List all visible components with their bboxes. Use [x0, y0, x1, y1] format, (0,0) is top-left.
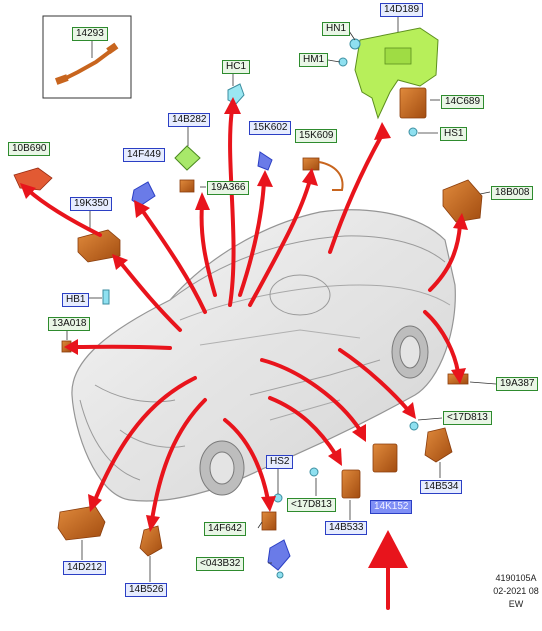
arrow-heads: [20, 97, 468, 568]
footer-code: EW: [508, 599, 524, 609]
label-17d813-center: <17D813: [287, 498, 336, 512]
label-hs2: HS2: [266, 455, 294, 469]
footer-date: 02-2021 08: [493, 586, 539, 596]
label-14c689: 14C689: [441, 95, 485, 109]
label-14b533: 14B533: [325, 521, 368, 535]
label-19k350: 19K350: [70, 197, 113, 211]
label-10b690: 10B690: [8, 142, 51, 156]
arrows: [26, 108, 462, 610]
label-hc1: HC1: [222, 60, 251, 74]
label-19a366: 19A366: [207, 181, 250, 195]
label-14d212: 14D212: [63, 561, 107, 575]
label-14b526: 14B526: [125, 583, 168, 597]
bracket-14d189: [354, 27, 439, 120]
label-17d813-right: <17D813: [443, 411, 492, 425]
label-043b32: <043B32: [196, 557, 245, 571]
label-hm1: HM1: [299, 53, 329, 67]
label-19a387: 19A387: [496, 377, 539, 391]
label-hb1: HB1: [62, 293, 90, 307]
label-15k609: 15K609: [295, 129, 338, 143]
footer-part-number: 4190105A: [495, 573, 537, 583]
label-14d189: 14D189: [380, 3, 424, 17]
label-hn1: HN1: [322, 22, 351, 36]
label-18b008: 18B008: [491, 186, 534, 200]
label-14k152-highlighted: 14K152: [370, 500, 413, 514]
vehicle-outline: [71, 209, 456, 502]
label-14b534: 14B534: [420, 480, 463, 494]
label-14f642: 14F642: [204, 522, 246, 536]
label-hs1: HS1: [440, 127, 468, 141]
label-13a018: 13A018: [48, 317, 91, 331]
label-15k602: 15K602: [249, 121, 292, 135]
label-14293: 14293: [72, 27, 108, 41]
label-14b282: 14B282: [168, 113, 211, 127]
label-14f449: 14F449: [123, 148, 165, 162]
